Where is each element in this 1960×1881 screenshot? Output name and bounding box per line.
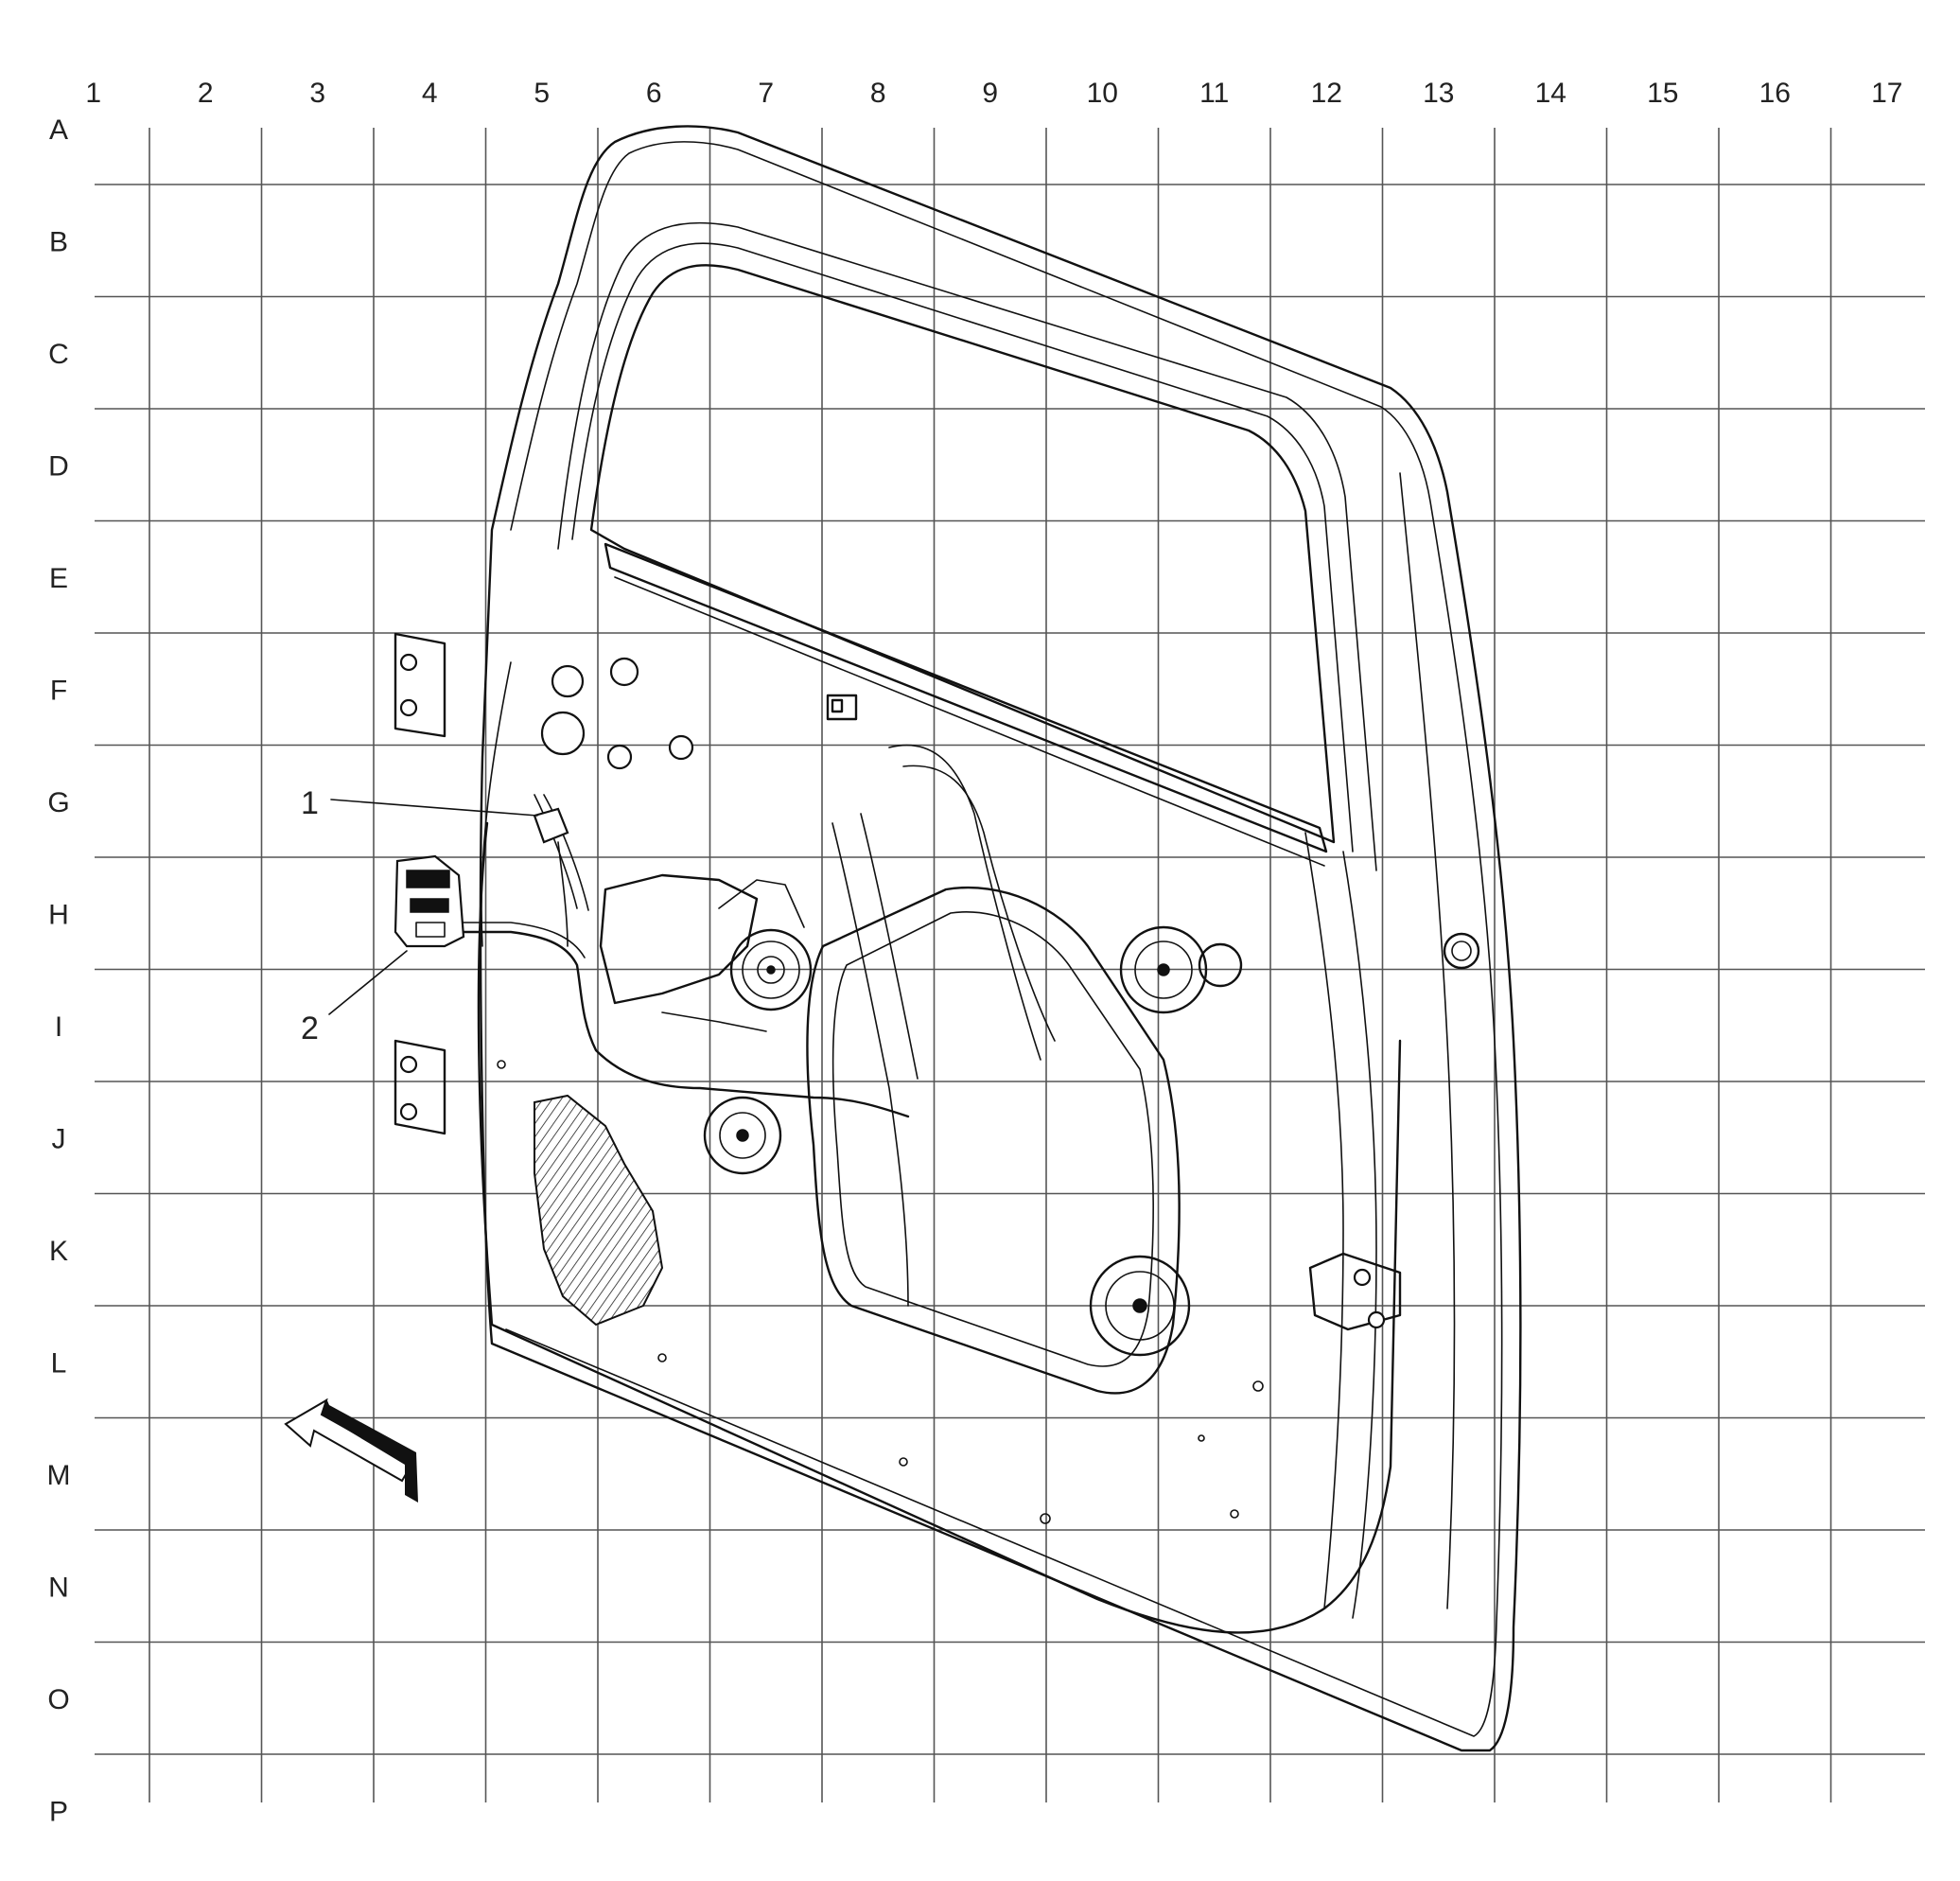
- callout-1-label: 1: [301, 785, 319, 821]
- grid-row-label: M: [47, 1460, 71, 1491]
- door-inner-panel: [394, 125, 1522, 1752]
- grid-column-label: 17: [1871, 78, 1902, 109]
- door-latch: [1308, 1252, 1402, 1331]
- hinge-bracket-upper: [394, 632, 446, 738]
- window-regulator-motor: [599, 873, 813, 1032]
- grid-column-label: 5: [534, 78, 550, 109]
- grid-row-label: I: [55, 1011, 62, 1043]
- grid-column-label: 9: [982, 78, 998, 109]
- grid-row-label: L: [51, 1347, 67, 1379]
- grid-column-label: 14: [1535, 78, 1566, 109]
- grid-row-label: N: [48, 1572, 69, 1603]
- callout-1-group: 1: [301, 785, 538, 821]
- grid-row-label: A: [49, 114, 68, 146]
- callout-2-group: 2: [301, 950, 408, 1046]
- grid-column-label: 7: [758, 78, 774, 109]
- grid-column-label: 8: [870, 78, 886, 109]
- grid-column-label: 4: [422, 78, 438, 109]
- grid-row-label: F: [50, 675, 67, 706]
- front-direction-arrow-icon: [284, 1398, 418, 1503]
- grid-column-label: 11: [1199, 78, 1229, 109]
- grid-row-label: E: [49, 563, 68, 594]
- grid-column-label: 10: [1087, 78, 1118, 109]
- grid-column-label: 12: [1311, 78, 1342, 109]
- grid-row-label: P: [49, 1796, 68, 1827]
- grid-column-label: 15: [1647, 78, 1678, 109]
- reference-grid: [95, 128, 1925, 1802]
- grid-row-labels: A B C D E F G H I J K L M N O P: [47, 114, 71, 1828]
- grid-row-label: G: [47, 787, 69, 818]
- grid-row-label: D: [48, 450, 69, 482]
- grid-column-label: 13: [1423, 78, 1454, 109]
- grid-row-label: B: [49, 226, 68, 257]
- wiring-connector-part-1: [533, 807, 569, 947]
- grid-row-label: J: [52, 1123, 66, 1154]
- grid-row-label: K: [49, 1236, 68, 1267]
- grid-row-label: H: [48, 899, 69, 930]
- door-module-part-2: [394, 854, 465, 948]
- hinge-bracket-lower: [394, 1039, 446, 1135]
- grid-column-label: 1: [85, 78, 101, 109]
- callout-2-label: 2: [301, 1011, 319, 1046]
- grid-column-label: 6: [646, 78, 662, 109]
- grid-column-label: 16: [1759, 78, 1791, 109]
- grid-row-label: C: [48, 339, 69, 370]
- grid-row-label: O: [47, 1684, 69, 1715]
- grid-column-label: 2: [198, 78, 214, 109]
- grid-column-label: 3: [309, 78, 325, 109]
